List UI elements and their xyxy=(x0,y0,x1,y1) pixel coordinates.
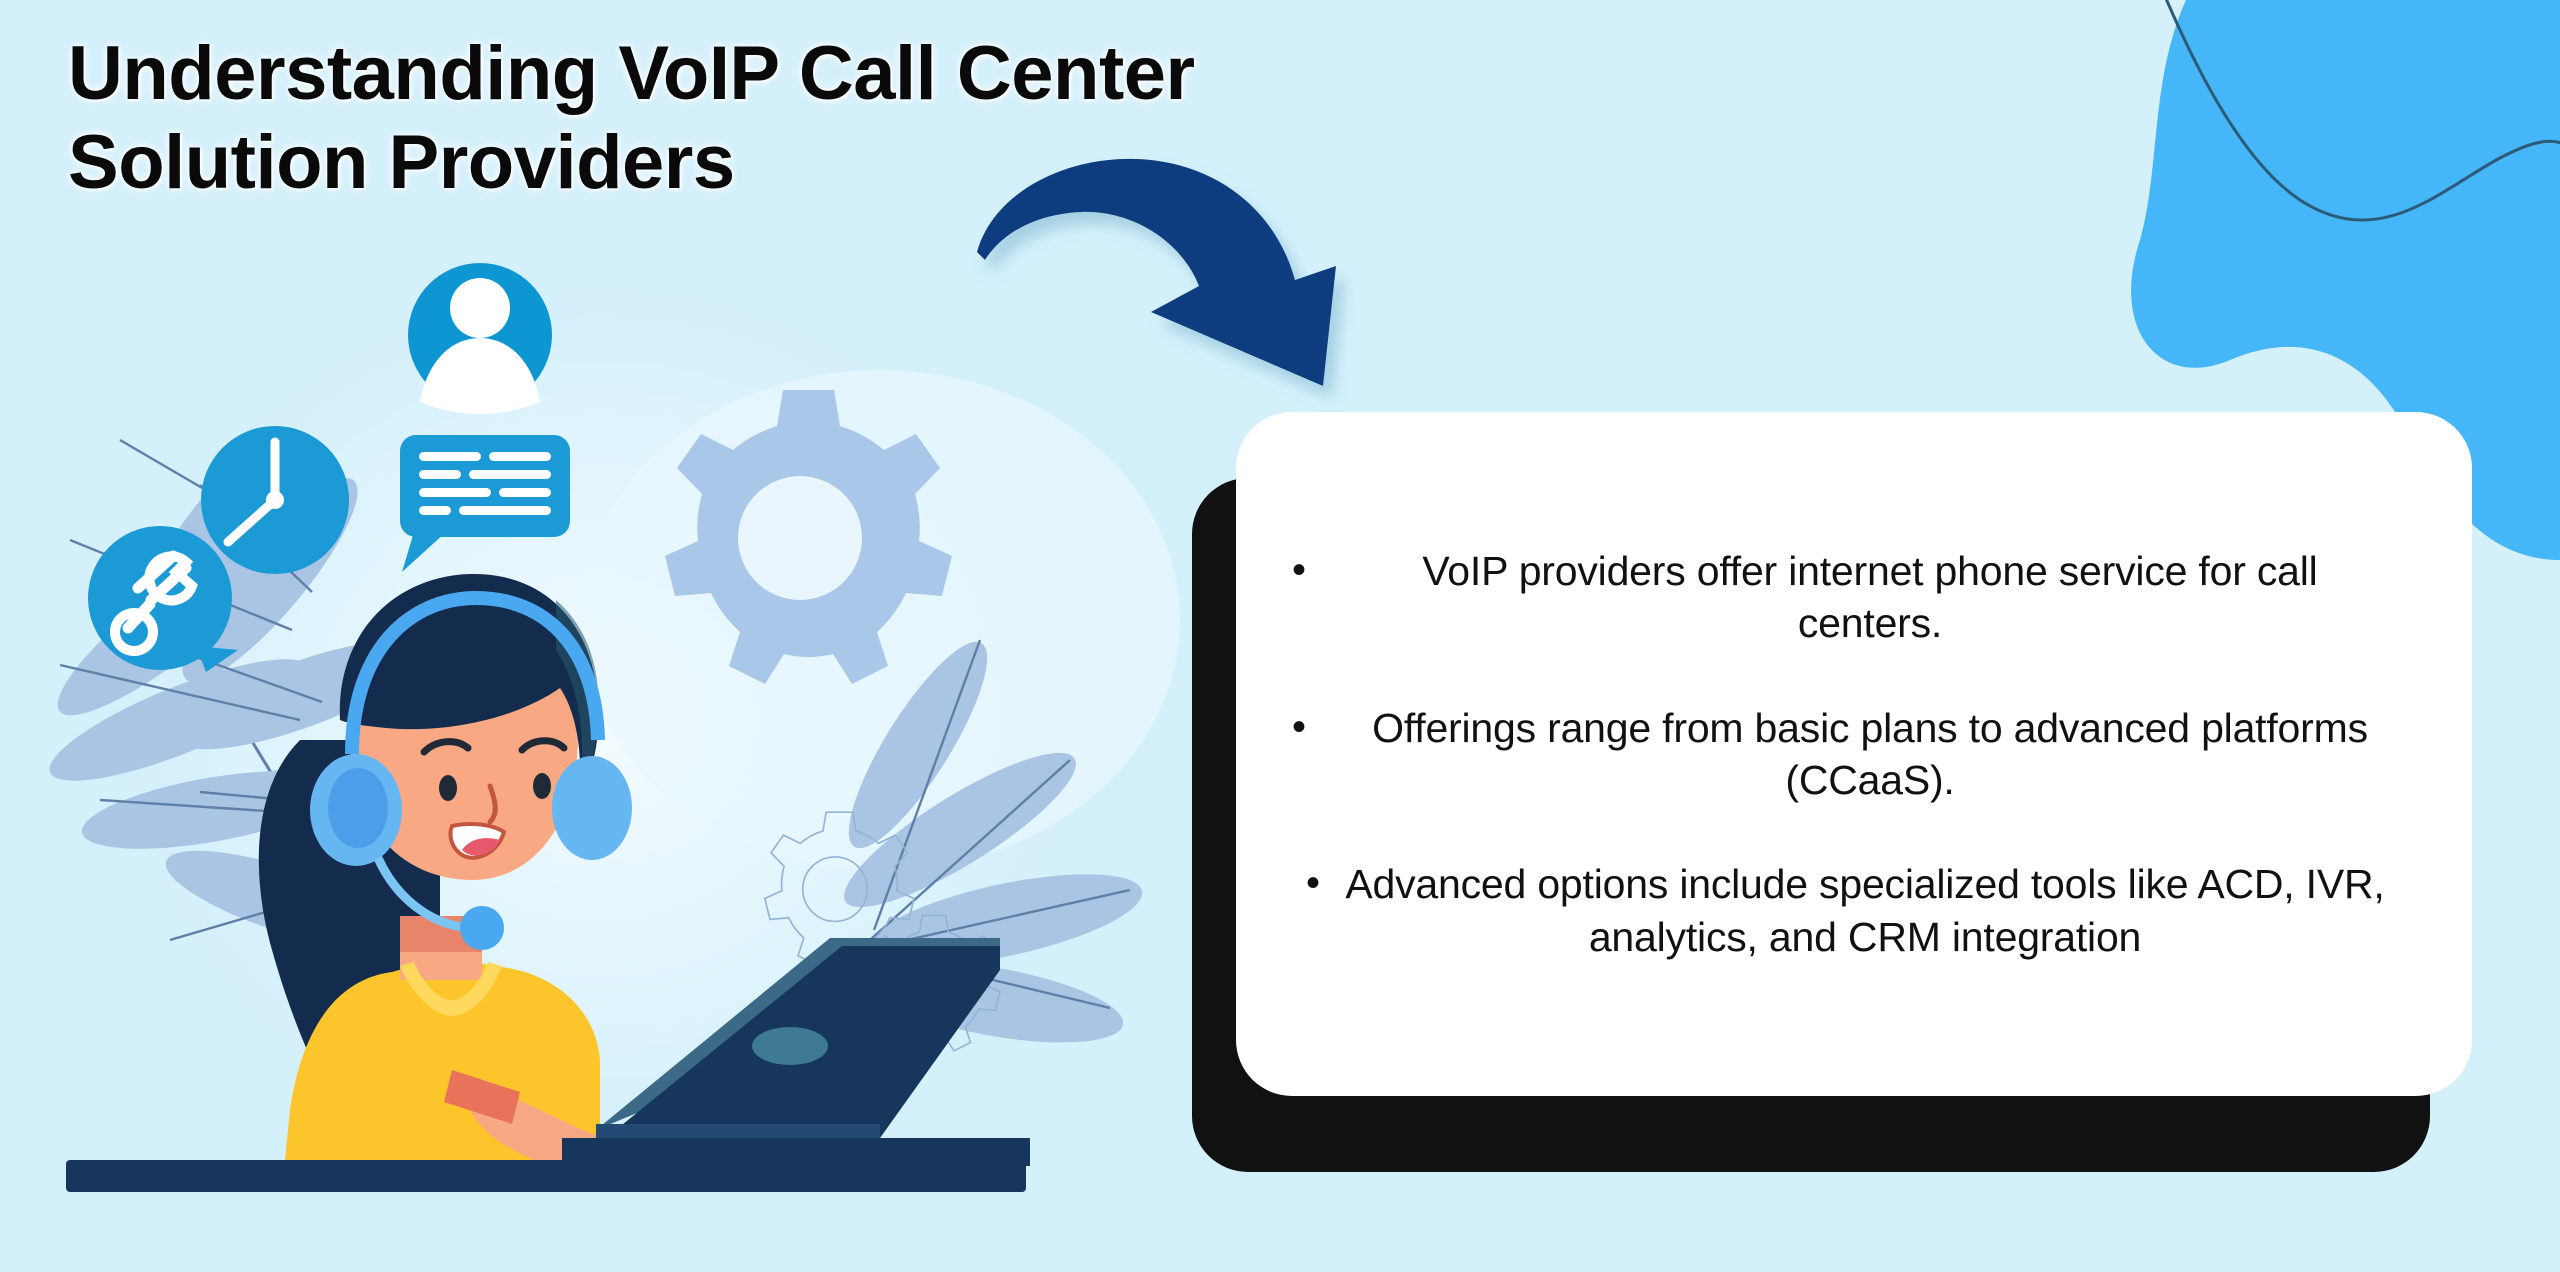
curved-arrow-icon xyxy=(977,158,1336,386)
user-avatar-icon xyxy=(408,263,552,414)
chat-bubble-icon xyxy=(400,435,570,572)
headset-earcup-right xyxy=(552,756,632,860)
eyebrows xyxy=(420,737,568,756)
headset-mic-boom xyxy=(373,856,469,933)
bullet-text: VoIP providers offer internet phone serv… xyxy=(1422,547,2318,647)
sleeve-cuff xyxy=(444,1070,520,1124)
info-card: • VoIP providers offer internet phone se… xyxy=(1236,412,2472,1096)
headset-earcup-left xyxy=(310,754,402,866)
list-item: • Offerings range from basic plans to ad… xyxy=(1280,702,2414,807)
clock-icon xyxy=(201,426,349,574)
tongue xyxy=(462,838,500,856)
bullet-point-icon: • xyxy=(1306,861,1321,906)
eyes xyxy=(439,773,551,801)
list-item: • Advanced options include specialized t… xyxy=(1280,858,2414,963)
nose xyxy=(487,783,498,825)
laptop-logo xyxy=(752,1027,828,1065)
collar xyxy=(400,962,502,1016)
headset-band xyxy=(345,590,605,755)
wrench-speech-bubble-icon xyxy=(88,526,238,672)
laptop-base xyxy=(562,1138,1030,1166)
desk xyxy=(66,1160,1026,1192)
page-title: Understanding VoIP Call Center Solution … xyxy=(68,31,1195,205)
wave-thin-curve xyxy=(2164,0,2560,222)
call-center-agent-illustration xyxy=(0,180,1200,1272)
laptop-keyboard-strip xyxy=(596,1124,880,1138)
list-item: • VoIP providers offer internet phone se… xyxy=(1280,545,2414,650)
headset-mic-tip xyxy=(460,906,504,950)
bullet-point-icon: • xyxy=(1292,704,1307,749)
bullet-text: Advanced options include specialized too… xyxy=(1345,861,2385,960)
laptop xyxy=(562,938,1030,1166)
gear-icon-large xyxy=(665,390,952,684)
bullet-text: Offerings range from basic plans to adva… xyxy=(1372,704,2368,803)
bullet-point-icon: • xyxy=(1292,547,1307,592)
